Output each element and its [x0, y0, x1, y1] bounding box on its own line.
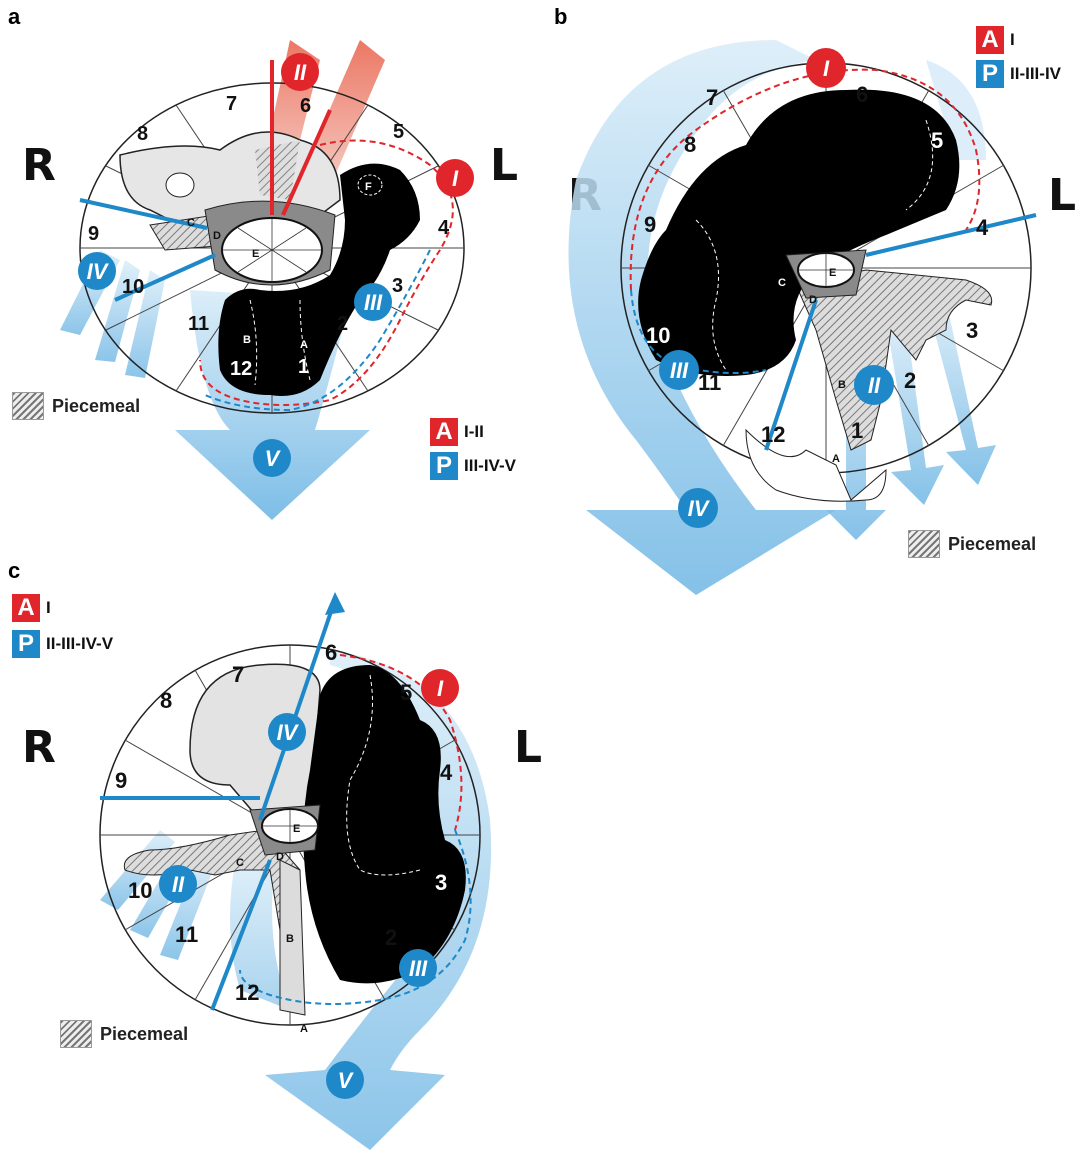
sector-label: 10	[128, 878, 152, 903]
sector-label: 4	[440, 760, 453, 785]
structure-label: F	[365, 181, 372, 193]
panel-a-legend-a: A I-II	[430, 418, 484, 446]
panel-a-piecemeal: Piecemeal	[12, 392, 140, 420]
panel-b-piecemeal: Piecemeal	[908, 530, 1036, 558]
structure-label: A	[300, 339, 308, 351]
sector-label: 6	[325, 640, 337, 665]
sector-label: 4	[976, 215, 989, 240]
hatch-swatch	[60, 1020, 92, 1048]
sector-label: 9	[88, 223, 99, 245]
sector-label: 12	[761, 422, 785, 447]
sector-label: 11	[188, 313, 209, 335]
sector-label: 1	[851, 418, 863, 443]
legend-a-text: I	[1010, 30, 1015, 50]
step-badge-iv: IV	[87, 259, 110, 284]
step-badge-ii: II	[294, 60, 307, 85]
sector-label: 9	[115, 768, 127, 793]
sector-label: 9	[644, 212, 656, 237]
sector-label: 2	[337, 313, 348, 335]
piecemeal-label: Piecemeal	[52, 396, 140, 417]
step-badge-i: I	[437, 676, 444, 701]
panel-b-legend-a: A I	[976, 26, 1015, 54]
sector-label: 7	[232, 662, 244, 687]
sector-label: 8	[684, 132, 696, 157]
sector-label: 4	[438, 217, 450, 239]
panel-c-diagram: 7 6 5 4 3 2 1 12 11 10 9 8 A B C D E I I…	[0, 570, 546, 1154]
sector-label: 5	[400, 680, 412, 705]
step-badge-iv: IV	[277, 720, 300, 745]
structure-label: C	[187, 217, 195, 229]
step-badge-iii: III	[409, 956, 428, 981]
sector-label: 11	[698, 370, 721, 395]
legend-p-box: P	[430, 452, 458, 480]
structure-label: E	[252, 248, 259, 260]
sector-label: 5	[393, 121, 404, 143]
structure-label: E	[829, 267, 836, 279]
legend-a-box: A	[430, 418, 458, 446]
piecemeal-label: Piecemeal	[100, 1024, 188, 1045]
legend-a-box: A	[976, 26, 1004, 54]
structure-label: D	[276, 851, 284, 863]
sector-label: 7	[226, 93, 237, 115]
sector-label: 8	[160, 688, 172, 713]
sector-label: 5	[931, 128, 943, 153]
structure-label: B	[243, 334, 251, 346]
legend-a-text: I-II	[464, 422, 484, 442]
panel-c-piecemeal: Piecemeal	[60, 1020, 188, 1048]
structure-label: B	[286, 933, 294, 945]
sector-label: 6	[856, 82, 868, 107]
step-badge-iii: III	[364, 290, 383, 315]
panel-b-legend-p: P II-III-IV	[976, 60, 1061, 88]
step-badge-v: V	[338, 1068, 355, 1093]
structure-label: E	[293, 823, 300, 835]
sector-label: 12	[230, 358, 252, 380]
step-badge-iii: III	[670, 358, 689, 383]
legend-p-text: III-IV-V	[464, 456, 516, 476]
structure-label: C	[778, 277, 786, 289]
structure-label: D	[809, 294, 817, 306]
panel-b-diagram: 7 6 5 4 3 2 1 12 11 10 9 8 A B C D E I I…	[546, 0, 1092, 600]
structure-label: B	[838, 379, 846, 391]
hatch-swatch	[12, 392, 44, 420]
sector-label: 1	[298, 356, 309, 378]
piecemeal-label: Piecemeal	[948, 534, 1036, 555]
sector-label: 2	[904, 368, 916, 393]
sector-label: 3	[435, 870, 447, 895]
legend-p-text: II-III-IV	[1010, 64, 1061, 84]
structure-label: A	[300, 1023, 308, 1035]
sector-label: 3	[966, 318, 978, 343]
sector-label: 7	[706, 85, 718, 110]
sector-label: 11	[175, 922, 198, 947]
sector-label: 3	[392, 275, 403, 297]
sector-label: 1	[325, 982, 337, 1007]
step-badge-v: V	[265, 446, 282, 471]
hatch-swatch	[908, 530, 940, 558]
step-badge-iv: IV	[688, 496, 711, 521]
sector-label: 10	[646, 323, 670, 348]
sector-label: 6	[300, 95, 311, 117]
sector-label: 12	[235, 980, 259, 1005]
step-badge-ii: II	[172, 872, 185, 897]
structure-label: D	[213, 230, 221, 242]
sector-label: 2	[385, 925, 397, 950]
structure-label: A	[832, 453, 840, 465]
step-badge-i: I	[823, 56, 830, 81]
structure-label: C	[236, 857, 244, 869]
step-badge-i: I	[452, 166, 459, 191]
sector-label: 8	[137, 123, 148, 145]
sector-label: 10	[122, 276, 144, 298]
legend-p-box: P	[976, 60, 1004, 88]
step-badge-ii: II	[868, 373, 881, 398]
panel-a-legend-p: P III-IV-V	[430, 452, 516, 480]
